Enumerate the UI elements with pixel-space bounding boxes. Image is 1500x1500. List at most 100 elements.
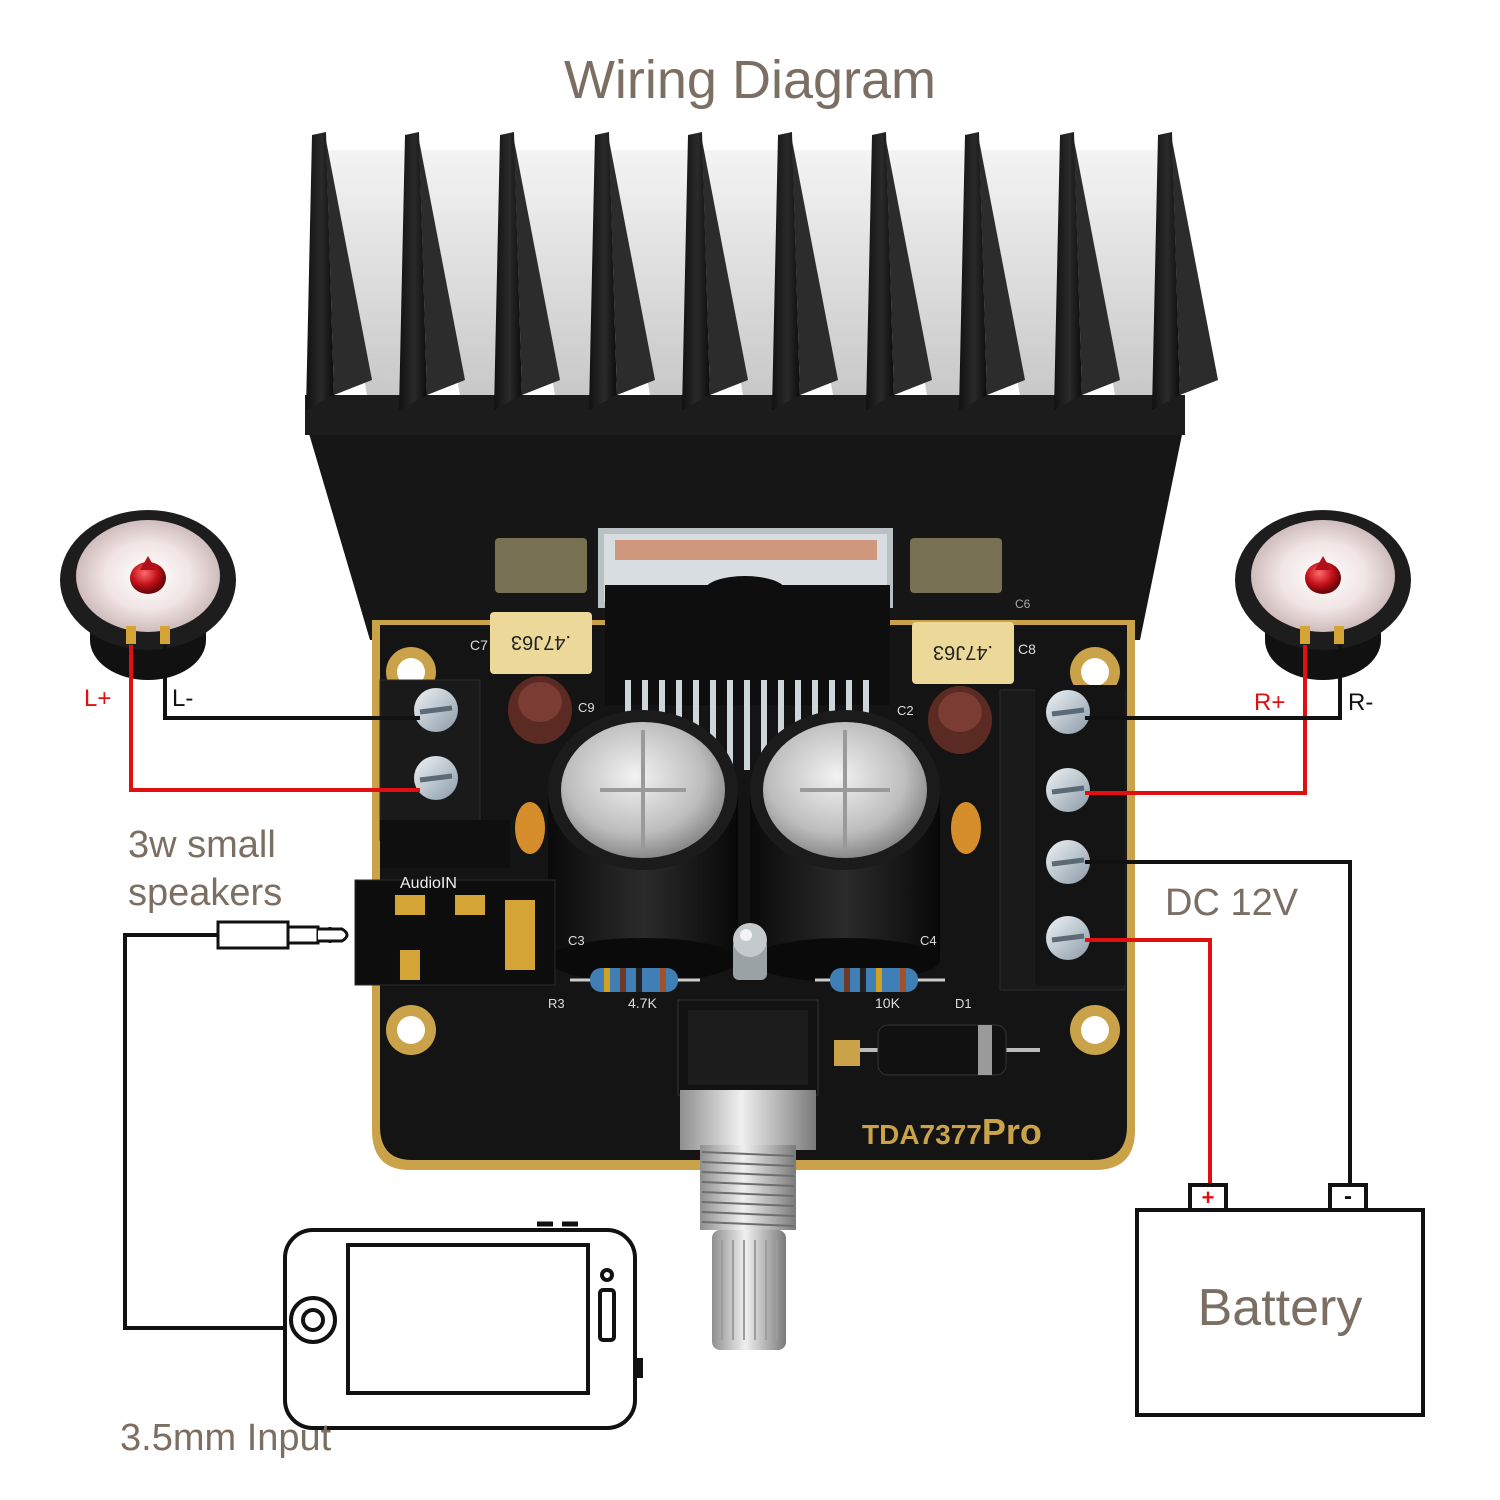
heatsink-fin [772,132,800,410]
heatsink-fin [1152,132,1180,410]
heatsink-fin-shadow [1074,140,1120,395]
board-model-label: TDA7377Pro [862,1111,1042,1152]
heatsink-fin-shadow [792,140,838,395]
label-r-minus: R- [1348,689,1373,716]
shaft-thread [701,1201,795,1207]
battery-label: Battery [1198,1279,1363,1337]
heatsink-fin [589,132,617,410]
label-l-plus: L+ [84,685,111,712]
electrolytic-capacitor-c3 [548,710,738,982]
heatsink-gap [607,150,688,395]
shaft-thread [701,1151,795,1157]
audio-plug [216,920,349,950]
ic-pin [727,680,733,770]
speaker-terminal-left [379,679,510,868]
shaft-thread [701,1191,795,1197]
ic-pin [761,680,767,770]
shaft-thread [701,1211,795,1217]
label-r-plus: R+ [1254,689,1285,716]
silk-c6: C6 [1015,597,1031,611]
battery-icon: + - Battery [1135,1183,1425,1417]
heatsink-fin [494,132,522,410]
silk-c2: C2 [897,703,914,718]
heatsink-fin [959,132,987,410]
wire-right-positive [1085,645,1307,795]
volume-potentiometer[interactable] [677,999,819,1350]
wire-dc-positive [1085,938,1212,1185]
label-speakers-line2: speakers [128,872,282,914]
wire-left-positive [129,645,420,792]
film-capacitor-c8: .47J63 [912,622,1014,684]
heatsink-gap [324,150,405,395]
shaft-thread [701,1221,795,1227]
silk-audio-in: AudioIN [400,875,457,892]
shaft-thread [701,1181,795,1187]
shaft-thread [701,1171,795,1177]
svg-text:.47J63: .47J63 [933,641,993,663]
ic-pin [744,680,750,770]
ic-pin [710,680,716,770]
label-speakers-line1: 3w small [128,824,276,866]
speaker-right [1235,510,1411,680]
heatsink-gap [1072,150,1158,395]
wire-audio-input [123,933,285,1330]
battery-minus-label: - [1344,1183,1352,1210]
heatsink-gap [512,150,595,395]
heatsink-fin-shadow [326,140,372,395]
electrolytic-capacitor-c4 [750,710,940,982]
wire-right-negative [1085,645,1342,720]
small-electrolytic-right [928,686,992,754]
resistor-10k [815,968,945,992]
heatsink-fin [1054,132,1082,410]
diode-d1 [834,1024,1040,1076]
amplifier-board: .47J63 .47J63 C7 C8 C6 C2 C9 [354,528,1135,1170]
heatsink-fin [866,132,894,410]
heatsink-fin-shadow [609,140,655,395]
svg-text:.47J63: .47J63 [511,631,571,653]
silk-c4: C4 [920,933,937,948]
label-3-5mm-input: 3.5mm Input [120,1417,332,1459]
ic-pin [778,680,784,770]
shaft-thread [701,1161,795,1167]
label-dc-12v: DC 12V [1165,882,1299,924]
heatsink-gap [790,150,872,395]
heatsink-gap [884,150,965,395]
audio-in-jack: AudioIN [354,875,556,986]
wire-dc-negative [1085,860,1352,1185]
wires [123,645,1352,1330]
silk-d1: D1 [955,996,972,1011]
terminal-right [999,685,1126,991]
heatsink-fin [399,132,427,410]
heatsink-gap [977,150,1060,395]
ceramic-capacitor-right [951,802,981,854]
silk-c3: C3 [568,933,585,948]
mounting-holes [386,647,1120,1055]
led [733,923,767,980]
ceramic-capacitor-left [515,802,545,854]
heatsink-fin-shadow [979,140,1025,395]
heatsink-fin-shadow [514,140,560,395]
heatsink-gap [417,150,500,395]
heatsink-gap [700,150,778,395]
page-title: Wiring Diagram [564,50,936,110]
resistor-4-7k [570,968,700,992]
heatsink-fin [306,132,334,410]
tda7377-chip [598,528,893,770]
silk-c7: C7 [470,637,488,653]
heatsink-fin-shadow [702,140,748,395]
speaker-left [60,510,236,680]
film-capacitor-c7: .47J63 [490,612,592,674]
silk-10k: 10K [875,995,901,1011]
heatsink-fin [682,132,710,410]
phone-icon [283,1221,643,1430]
silk-4-7k: 4.7K [628,995,657,1011]
small-electrolytic-left [508,676,572,744]
heatsink-fin-shadow [886,140,932,395]
heatsink-fin-shadow [419,140,465,395]
label-l-minus: L- [172,685,193,712]
silk-c8: C8 [1018,641,1036,657]
battery-plus-label: + [1202,1185,1215,1210]
silk-r3: R3 [548,996,565,1011]
silk-c9: C9 [578,700,595,715]
